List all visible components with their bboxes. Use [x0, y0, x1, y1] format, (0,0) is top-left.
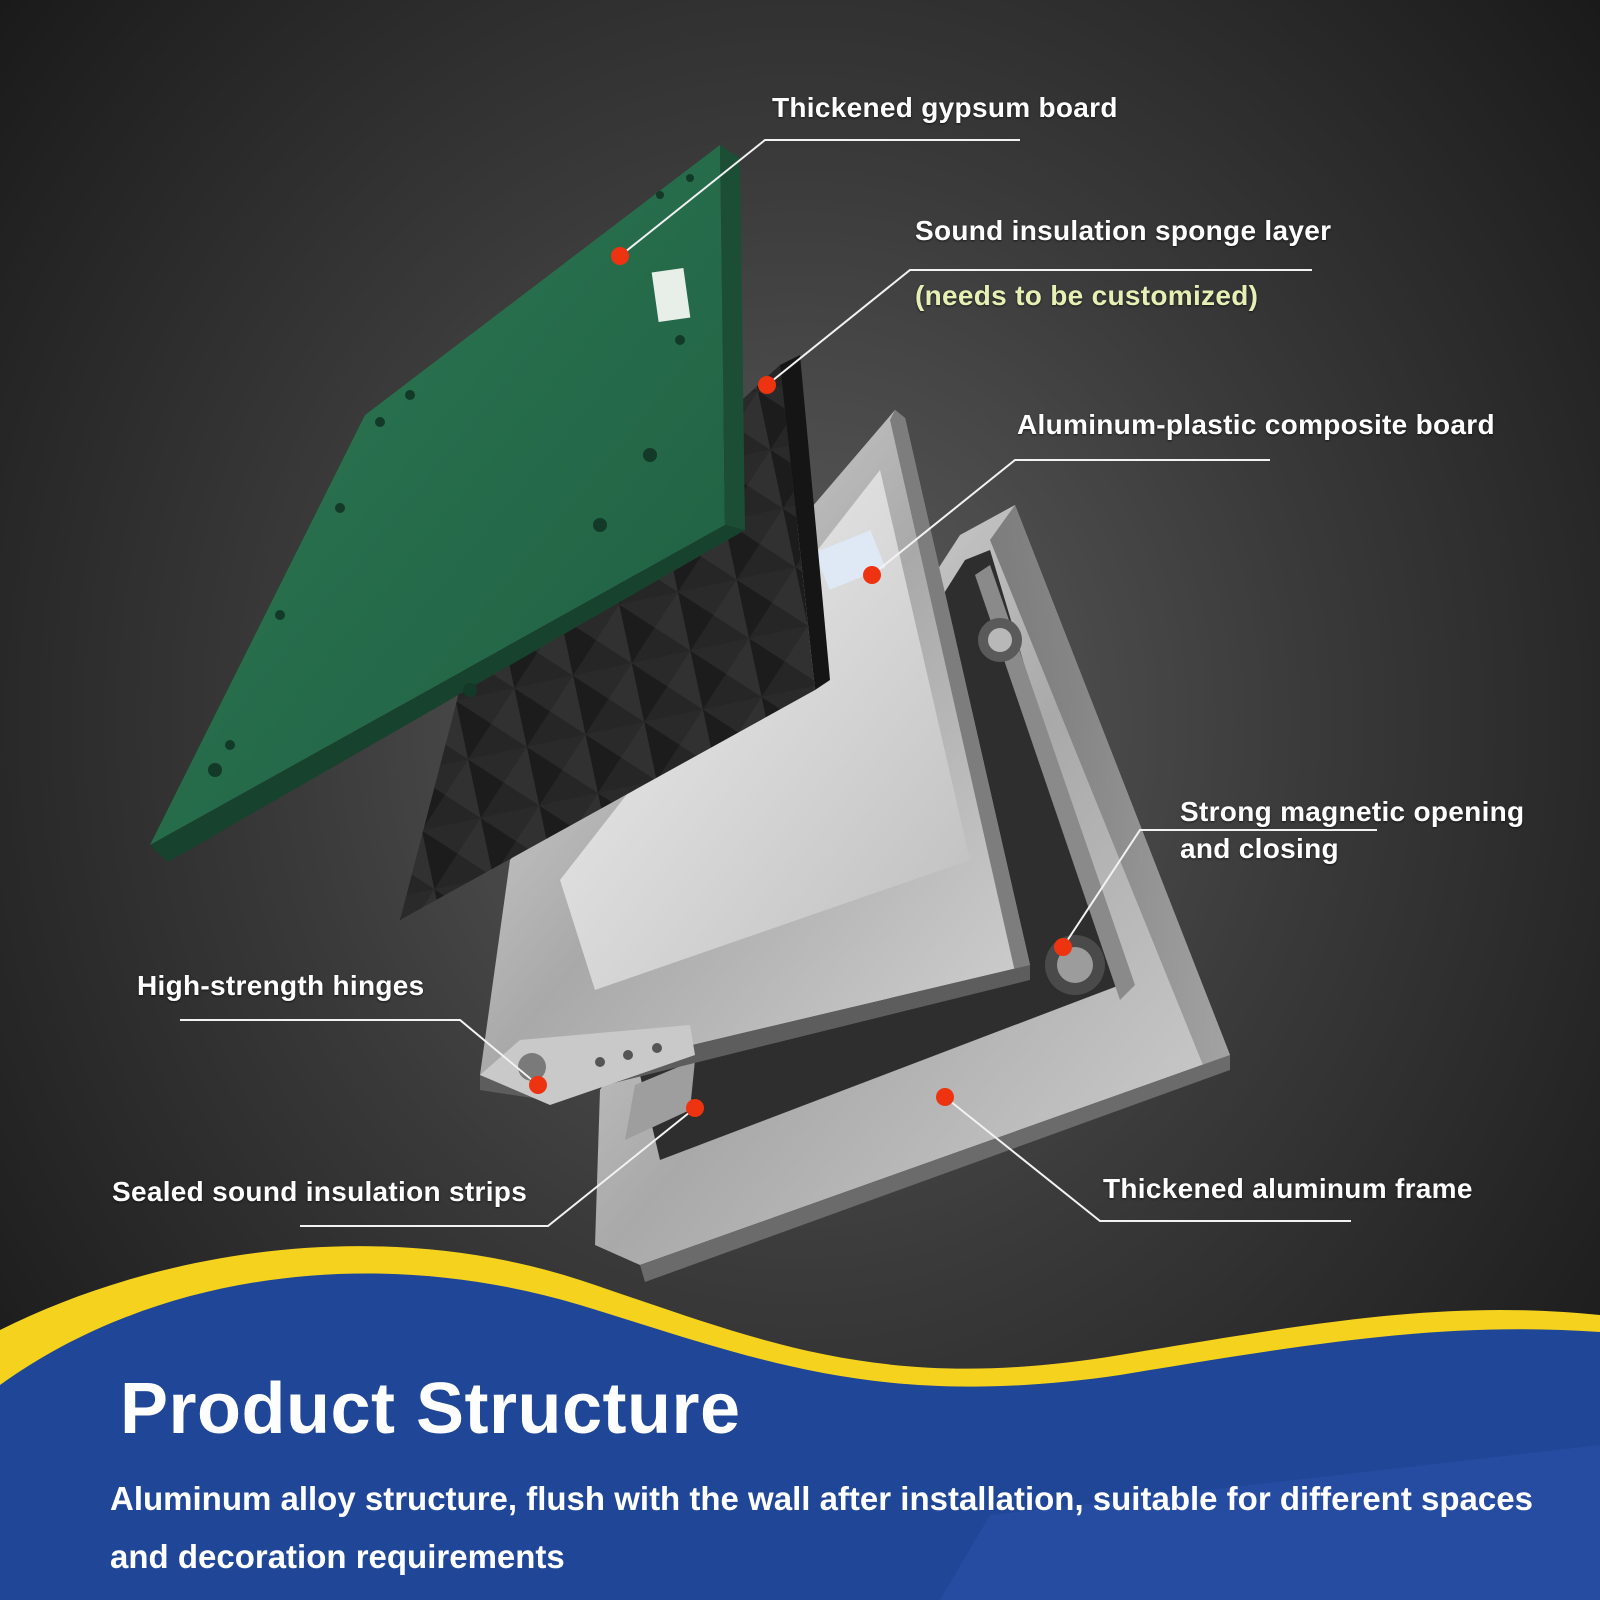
callout-frame: Thickened aluminum frame [1103, 1173, 1473, 1204]
marker-gypsum-board [611, 247, 629, 265]
marker-frame [936, 1088, 954, 1106]
magnet-knob [978, 618, 1105, 995]
callout-composite-board: Aluminum-plastic composite board [1017, 409, 1495, 440]
marker-sponge-layer [758, 376, 776, 394]
banner-title: Product Structure [120, 1369, 741, 1449]
board-label [651, 268, 691, 322]
callout-sponge-layer: Sound insulation sponge layer [915, 215, 1332, 246]
gypsum-board [150, 145, 745, 862]
callout-gypsum-board: Thickened gypsum board [772, 92, 1118, 123]
marker-magnetic [1054, 938, 1072, 956]
callout-strips: Sealed sound insulation strips [112, 1176, 528, 1207]
marker-strips [686, 1099, 704, 1117]
callout-hinges: High-strength hinges [137, 970, 425, 1001]
callout-magnetic-line1: Strong magnetic opening [1180, 796, 1525, 827]
marker-hinges [529, 1076, 547, 1094]
leader-lines [180, 139, 1377, 1227]
callout-magnetic-line2: and closing [1180, 833, 1339, 864]
banner-wave [0, 1246, 1600, 1600]
banner-subtitle: Aluminum alloy structure, flush with the… [110, 1480, 1533, 1575]
marker-composite-board [863, 566, 881, 584]
callout-markers [529, 247, 1072, 1117]
callout-sponge-note: (needs to be customized) [915, 280, 1259, 311]
